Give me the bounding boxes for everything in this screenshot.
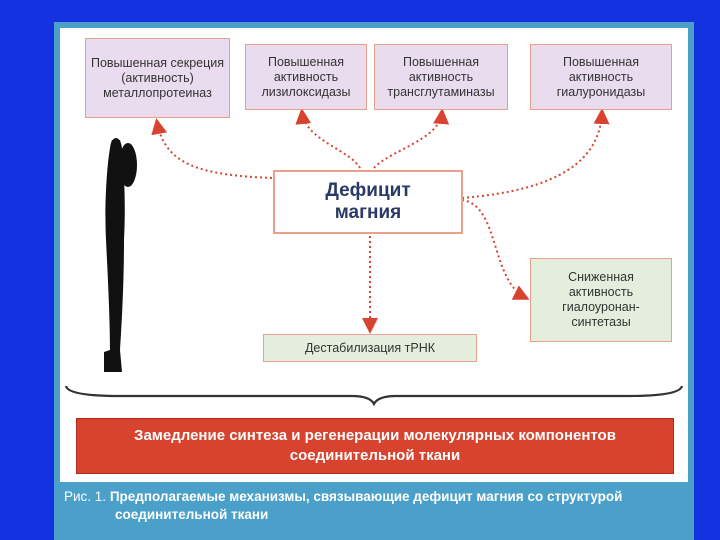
box-mmp-text: Повышенная секреция (активность) металло…	[90, 55, 225, 100]
caption-label: Рис. 1.	[64, 489, 107, 504]
curly-brace	[64, 385, 684, 407]
box-magnesium-deficit-text: Дефицит магния	[325, 180, 411, 223]
arrow-to-transglut	[373, 108, 450, 169]
box-transglutaminase: Повышенная активность трансглутаминазы	[374, 44, 508, 110]
result-bar-text: Замедление синтеза и регенерации молекул…	[134, 427, 616, 464]
box-lysyl-oxidase: Повышенная активность лизилоксидазы	[245, 44, 367, 110]
caption-line1: Предполагаемые механизмы, связывающие де…	[109, 489, 623, 504]
box-transglutaminase-text: Повышенная активность трансглутаминазы	[387, 54, 495, 99]
caption-line2: соединительной ткани	[115, 507, 269, 522]
box-trna-destabilization-text: Дестабилизация тРНК	[304, 340, 436, 355]
box-magnesium-deficit: Дефицит магния	[273, 170, 463, 234]
box-mmp: Повышенная секреция (активность) металло…	[85, 38, 230, 118]
arrow-to-hyaluronidase	[461, 108, 610, 199]
box-hyaluronan-synthase-text: Сниженная активность гиалоуронан-синтета…	[562, 270, 640, 329]
box-trna-destabilization: Дестабилизация тРНК	[263, 334, 477, 362]
arrow-to-mmp	[151, 118, 273, 179]
figure-caption: Рис. 1. Предполагаемые механизмы, связыв…	[64, 488, 684, 524]
arrow-to-hyaluronan-synthase	[461, 199, 530, 300]
caption-band	[54, 482, 694, 540]
box-hyaluronidase: Повышенная активность гиалуронидазы	[530, 44, 672, 110]
arrow-to-lysyl	[295, 108, 361, 169]
box-hyaluronan-synthase: Сниженная активность гиалоуронан-синтета…	[530, 258, 672, 342]
box-lysyl-oxidase-text: Повышенная активность лизилоксидазы	[261, 54, 351, 99]
box-hyaluronidase-text: Повышенная активность гиалуронидазы	[556, 54, 646, 99]
result-bar: Замедление синтеза и регенерации молекул…	[76, 418, 674, 474]
silhouette-figure	[104, 138, 137, 372]
